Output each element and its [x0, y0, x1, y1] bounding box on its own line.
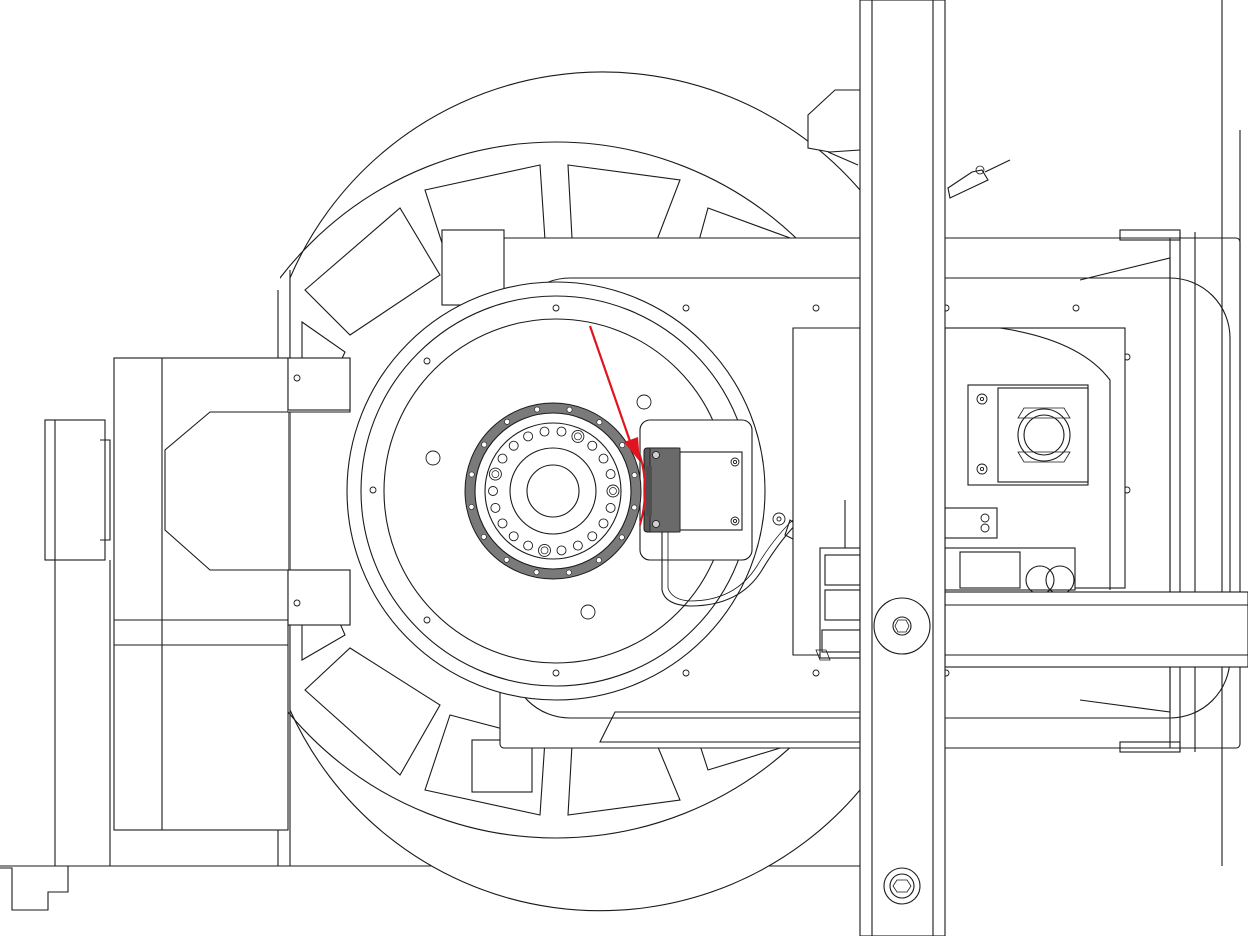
ring-dot [481, 441, 488, 448]
sensor-block [643, 447, 681, 533]
bolt-hole [571, 429, 585, 443]
vertical-column [859, 0, 946, 936]
bolt-hole [587, 440, 598, 451]
bolt-hole [598, 518, 609, 529]
bolt-hole [587, 531, 598, 542]
bolt-hole [605, 502, 616, 513]
bolt-hole [508, 440, 519, 451]
ring-dot [468, 503, 475, 510]
ring-dot [533, 569, 540, 576]
bolt-holes [488, 426, 620, 557]
bolt-hole [488, 467, 502, 481]
ring-dot [596, 557, 602, 564]
bolt-hole-inner [491, 470, 500, 478]
bolt-hole [508, 531, 519, 542]
ring-dot [503, 556, 510, 563]
red-arrow [588, 325, 646, 526]
bolt-hole-inner [609, 487, 617, 495]
ring-dot [631, 472, 638, 478]
bolt-hole-inner [574, 432, 582, 441]
ring-dot [631, 504, 638, 511]
left-yoke [113, 357, 351, 831]
ring-dot [618, 534, 625, 541]
bolt-hole [488, 486, 498, 496]
motor-assembly [792, 327, 861, 661]
bolt-hole [539, 426, 550, 437]
plate-holes [369, 304, 1131, 677]
bolt-hole [556, 426, 567, 437]
bolt-hole [523, 540, 534, 551]
ring-dot [619, 442, 626, 448]
bolt-hole [598, 453, 609, 464]
right-components [944, 327, 1248, 668]
ring-dot [504, 418, 510, 425]
ring-dot [468, 471, 475, 478]
bolt-hole [523, 431, 534, 442]
bolt-hole [572, 540, 583, 551]
bolt-hole-inner [540, 546, 549, 555]
ring-dot [566, 569, 572, 576]
bolt-hole [606, 484, 620, 498]
ring-dots [468, 406, 638, 576]
bolt-hole [605, 469, 616, 480]
ring-dot [534, 406, 540, 413]
ring-dot [566, 406, 573, 413]
bolt-hole [538, 543, 551, 557]
ring-dot [596, 419, 603, 426]
bolt-hole [497, 518, 508, 529]
bolt-hole [497, 453, 508, 464]
ring-dot [480, 534, 487, 540]
bolt-hole [490, 502, 501, 513]
bolt-hole [556, 545, 567, 556]
